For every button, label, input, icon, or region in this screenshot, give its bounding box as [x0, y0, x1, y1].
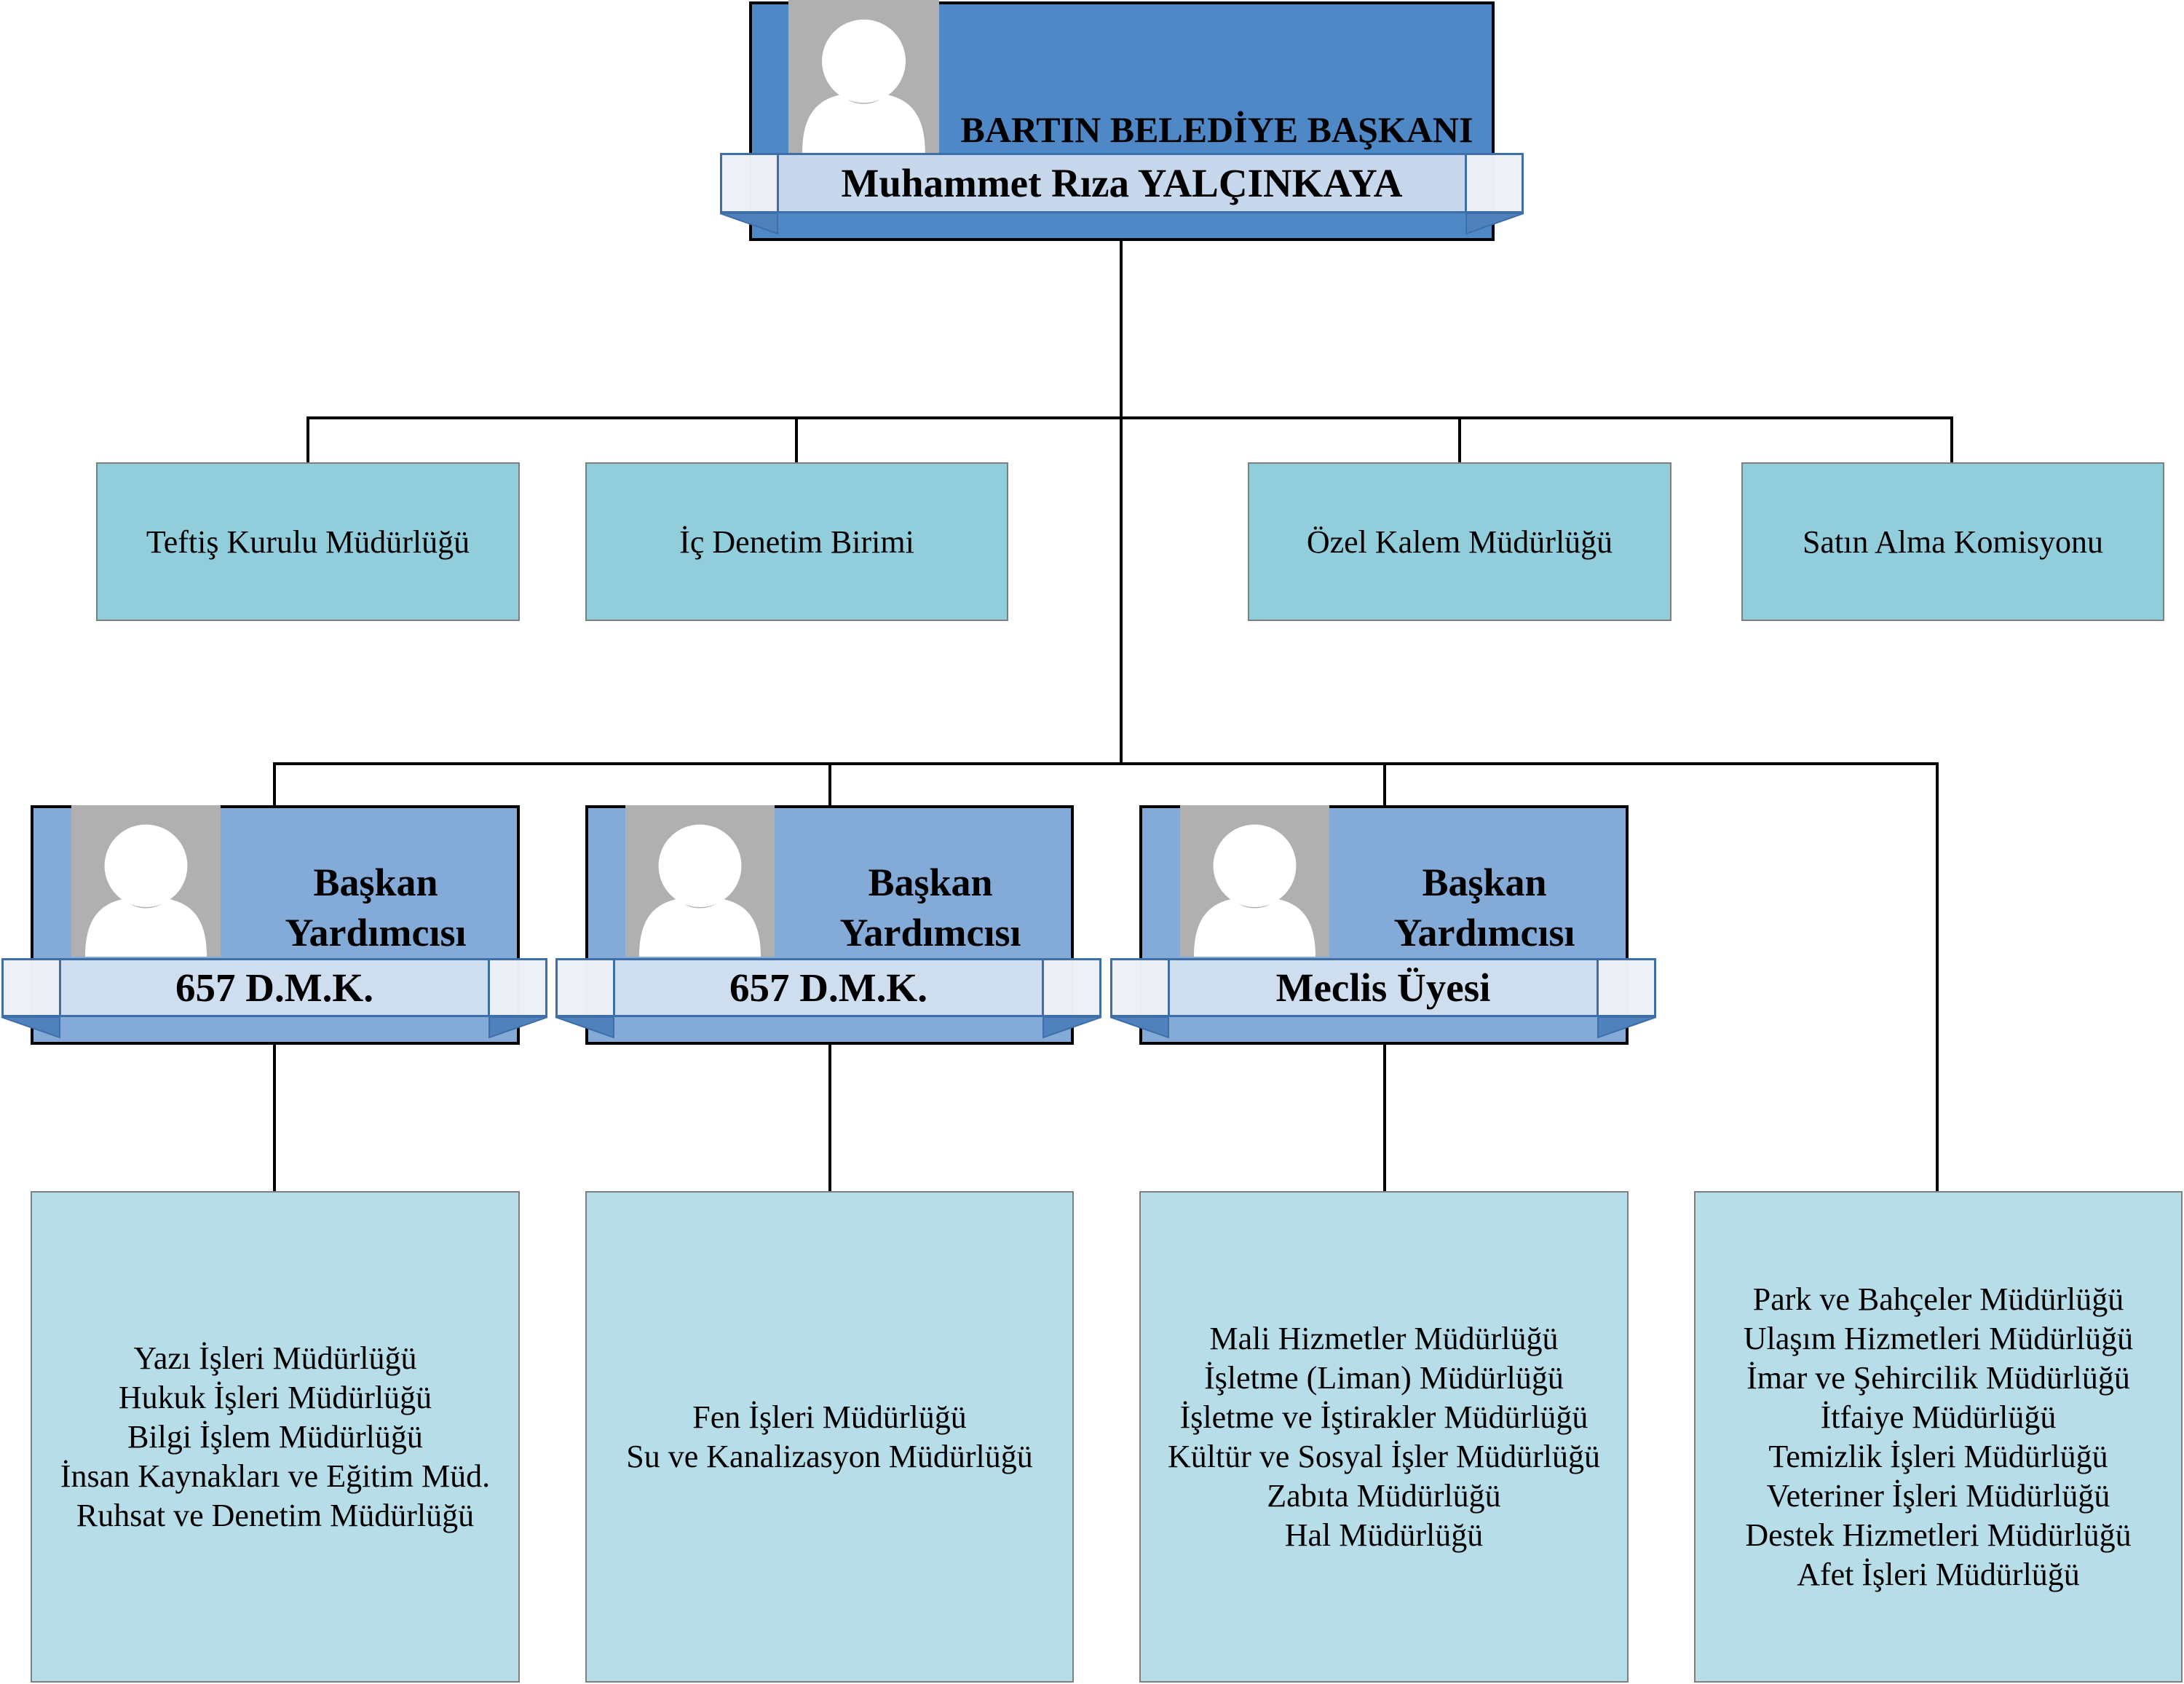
- mayor-name: Muhammet Rıza YALÇINKAYA: [841, 161, 1403, 205]
- deputy-title: Başkan Yardımcısı: [224, 858, 527, 958]
- person-placeholder-icon: [788, 0, 939, 153]
- department-item: İşletme (Liman) Müdürlüğü: [1204, 1359, 1564, 1396]
- deputy-label: 657 D.M.K.: [729, 965, 927, 1010]
- department-item: Kültür ve Sosyal İşler Müdürlüğü: [1168, 1438, 1600, 1474]
- department-item: Veteriner İşleri Müdürlüğü: [1766, 1477, 2110, 1514]
- deputy-title-line: Yardımcısı: [285, 911, 467, 954]
- department-item: Destek Hizmetleri Müdürlüğü: [1745, 1517, 2132, 1553]
- staff-unit-label: Satın Alma Komisyonu: [1802, 523, 2104, 560]
- department-item: Bilgi İşlem Müdürlüğü: [127, 1418, 423, 1455]
- department-item: Hukuk İşleri Müdürlüğü: [118, 1379, 432, 1415]
- department-item: İtfaiye Müdürlüğü: [1820, 1399, 2057, 1435]
- deputy-banner: [1, 958, 548, 1039]
- department-item: Ulaşım Hizmetleri Müdürlüğü: [1743, 1320, 2134, 1356]
- deputy-banner: [1109, 958, 1657, 1039]
- deputy-label: 657 D.M.K.: [175, 965, 373, 1010]
- department-item: Park ve Bahçeler Müdürlüğü: [1752, 1281, 2124, 1317]
- deputy-title-line: Başkan: [1422, 861, 1547, 904]
- staff-unit-label: İç Denetim Birimi: [679, 523, 914, 560]
- deputy-title: Başkan Yardımcısı: [1333, 858, 1636, 958]
- department-item: Temizlik İşleri Müdürlüğü: [1768, 1438, 2108, 1474]
- department-item: Fen İşleri Müdürlüğü: [692, 1399, 967, 1435]
- staff-unit-label: Özel Kalem Müdürlüğü: [1306, 523, 1613, 560]
- mayor-name-banner: [719, 153, 1524, 235]
- department-item: Yazı İşleri Müdürlüğü: [133, 1340, 417, 1376]
- department-item: İnsan Kaynakları ve Eğitim Müd.: [60, 1458, 491, 1494]
- department-group: Yazı İşleri Müdürlüğü Hukuk İşleri Müdür…: [31, 1191, 520, 1683]
- department-item: İşletme ve İştirakler Müdürlüğü: [1179, 1399, 1588, 1435]
- staff-unit-box: Teftiş Kurulu Müdürlüğü: [96, 462, 520, 621]
- department-group: Park ve Bahçeler Müdürlüğü Ulaşım Hizmet…: [1694, 1191, 2183, 1683]
- deputy-title: Başkan Yardımcısı: [779, 858, 1082, 958]
- deputy-title-line: Başkan: [868, 861, 993, 904]
- department-group: Mali Hizmetler Müdürlüğü İşletme (Liman)…: [1139, 1191, 1629, 1683]
- deputy-title-line: Yardımcısı: [839, 911, 1021, 954]
- staff-unit-label: Teftiş Kurulu Müdürlüğü: [146, 523, 470, 560]
- staff-unit-box: Özel Kalem Müdürlüğü: [1248, 462, 1671, 621]
- deputy-title-line: Yardımcısı: [1393, 911, 1575, 954]
- staff-unit-box: İç Denetim Birimi: [585, 462, 1008, 621]
- department-item: Ruhsat ve Denetim Müdürlüğü: [76, 1497, 475, 1533]
- deputy-label: Meclis Üyesi: [1275, 965, 1491, 1010]
- department-item: Zabıta Müdürlüğü: [1267, 1477, 1501, 1514]
- mayor-title: BARTIN BELEDİYE BAŞKANI: [960, 109, 1473, 150]
- person-placeholder-icon: [71, 805, 221, 957]
- department-item: Mali Hizmetler Müdürlüğü: [1209, 1320, 1559, 1356]
- department-item: Hal Müdürlüğü: [1284, 1517, 1484, 1553]
- department-item: Su ve Kanalizasyon Müdürlüğü: [626, 1438, 1033, 1474]
- department-item: İmar ve Şehircilik Müdürlüğü: [1746, 1359, 2130, 1396]
- staff-unit-box: Satın Alma Komisyonu: [1741, 462, 2164, 621]
- deputy-banner: [555, 958, 1102, 1039]
- person-placeholder-icon: [1180, 805, 1329, 957]
- department-group: Fen İşleri Müdürlüğü Su ve Kanalizasyon …: [585, 1191, 1074, 1683]
- person-placeholder-icon: [625, 805, 775, 957]
- department-item: Afet İşleri Müdürlüğü: [1797, 1556, 2080, 1592]
- deputy-title-line: Başkan: [313, 861, 438, 904]
